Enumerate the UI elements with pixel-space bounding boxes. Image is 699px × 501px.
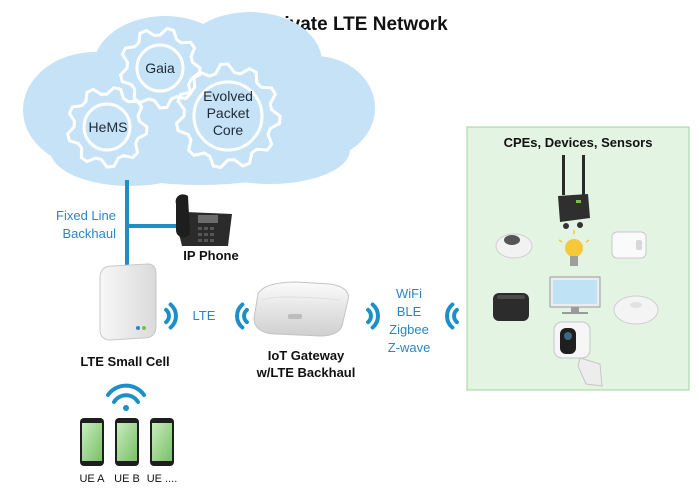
backhaul-label-line-2: Backhaul bbox=[63, 226, 117, 241]
backhaul-label-line-1: Fixed Line bbox=[56, 208, 116, 223]
epc-gear-icon bbox=[174, 62, 282, 170]
signal-arc-icon bbox=[164, 302, 178, 330]
protocol-zigbee: Zigbee bbox=[389, 322, 429, 337]
wifi-icon bbox=[106, 383, 146, 411]
ue-phone-icon bbox=[150, 418, 174, 466]
gear-label-gaia: Gaia bbox=[145, 60, 175, 76]
devices-panel-title: CPEs, Devices, Sensors bbox=[504, 135, 653, 150]
epc-label-line-2: Packet bbox=[207, 105, 250, 121]
hub-icon bbox=[493, 293, 529, 321]
round-sensor-icon bbox=[495, 233, 533, 259]
ue-label: UE B bbox=[114, 473, 140, 485]
router-icon bbox=[558, 155, 590, 229]
ue-label: UE .... bbox=[147, 473, 178, 485]
protocol-wifi: WiFi bbox=[396, 286, 422, 301]
hems-gear-icon bbox=[65, 85, 149, 169]
gaia-gear-icon bbox=[118, 26, 202, 110]
camera-icon bbox=[553, 321, 603, 387]
gear-label-hems: HeMS bbox=[89, 119, 128, 135]
signal-arcs bbox=[164, 302, 459, 330]
ip-phone-icon bbox=[175, 194, 232, 246]
iot-gateway-icon bbox=[253, 281, 349, 337]
ip-phone-label: IP Phone bbox=[183, 248, 238, 263]
ue-group: UE A UE B UE .... bbox=[79, 418, 177, 485]
lte-link-label: LTE bbox=[193, 308, 216, 323]
signal-arc-icon bbox=[366, 302, 380, 330]
protocol-zwave: Z-wave bbox=[388, 340, 431, 355]
lte-small-cell-label: LTE Small Cell bbox=[80, 354, 169, 369]
iot-gateway-label-line-2: w/LTE Backhaul bbox=[256, 365, 356, 380]
ue-label: UE A bbox=[79, 473, 105, 485]
signal-arc-icon bbox=[235, 302, 249, 330]
ue-phone-icon bbox=[80, 418, 104, 466]
epc-label-line-1: Evolved bbox=[203, 88, 253, 104]
signal-arc-icon bbox=[445, 302, 459, 330]
iot-gateway-label-line-1: IoT Gateway bbox=[268, 348, 345, 363]
light-bulb-icon bbox=[558, 230, 590, 266]
lte-small-cell-icon bbox=[99, 263, 157, 341]
protocol-ble: BLE bbox=[397, 304, 422, 319]
gear-group bbox=[65, 26, 282, 170]
ue-phone-icon bbox=[115, 418, 139, 466]
epc-label-line-3: Core bbox=[213, 122, 244, 138]
monitor-icon bbox=[549, 276, 601, 314]
backhaul-link bbox=[125, 180, 176, 268]
wall-device-icon bbox=[611, 231, 647, 259]
diagram-title: Private LTE Network bbox=[264, 14, 448, 35]
smoke-sensor-icon bbox=[613, 295, 659, 325]
